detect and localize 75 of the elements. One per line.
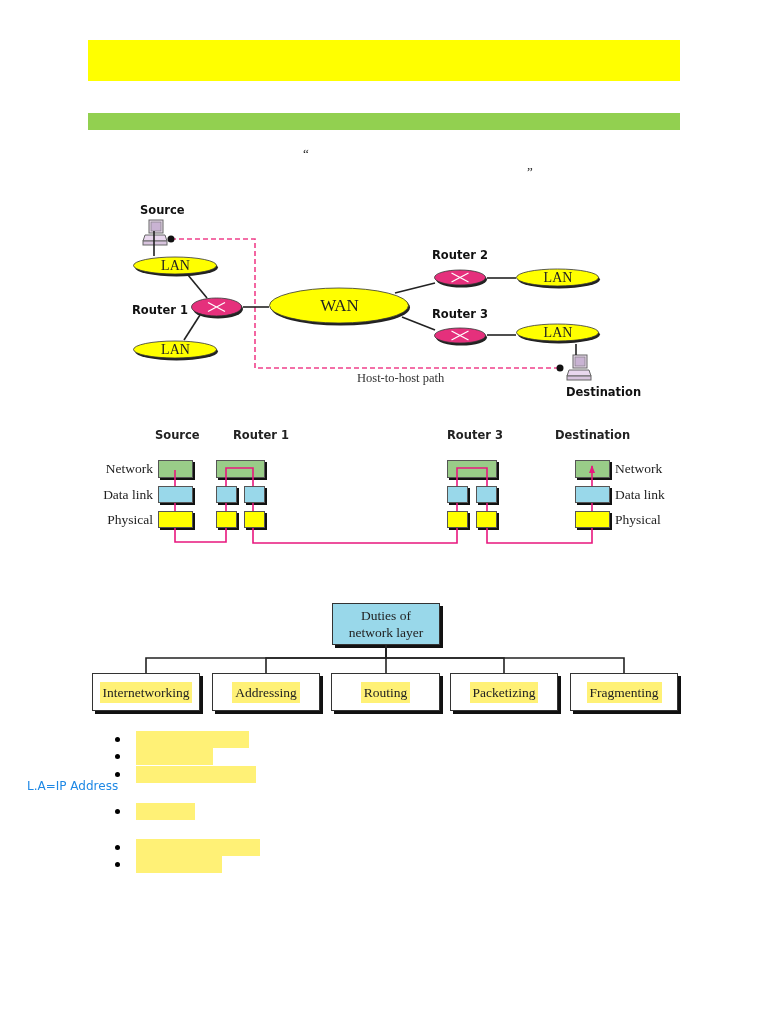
- layer-label: Data link: [615, 486, 665, 503]
- node-label: Router 2: [432, 248, 488, 262]
- highlighted-text: Internetworking: [99, 681, 193, 703]
- note-text: L.A=IP Address: [27, 778, 119, 794]
- connector-line: [456, 467, 488, 487]
- layer-box: [575, 460, 610, 478]
- layer-label: Data link: [103, 486, 153, 503]
- quote-mark: “: [303, 146, 309, 162]
- connector-line: [591, 502, 593, 512]
- layer-box: [447, 511, 468, 528]
- lan-ellipse: LAN: [515, 267, 601, 289]
- layer-box: [158, 460, 193, 478]
- layer-box: [216, 511, 237, 528]
- layer-box: [216, 460, 265, 478]
- node-label: Destination: [566, 385, 642, 399]
- layer-box: [216, 486, 237, 503]
- layer-box: [158, 511, 193, 528]
- highlighted-text: Routing: [360, 681, 411, 703]
- duty-box: [331, 673, 440, 711]
- layer-box: [476, 511, 497, 528]
- node-label: Router 3: [432, 307, 488, 321]
- connector-line: [486, 502, 488, 512]
- lan-ellipse: LAN: [132, 339, 219, 361]
- connector-line: [486, 277, 517, 279]
- connector-line: [153, 230, 155, 257]
- dashed-path: [167, 235, 564, 372]
- highlighted-text: Packetizing: [469, 681, 539, 703]
- layer-box: [158, 486, 193, 503]
- layer-box: [447, 486, 468, 503]
- wan-ellipse: WAN: [268, 286, 411, 326]
- connector-line: [174, 469, 176, 487]
- column-heading: Destination: [555, 427, 631, 443]
- connector-line: [456, 502, 458, 512]
- highlighted-text: Fragmenting: [586, 681, 662, 703]
- column-heading: Router 1: [233, 427, 289, 443]
- lan-ellipse: LAN: [515, 322, 601, 344]
- connector-line: [401, 316, 436, 331]
- duty-box: [212, 673, 320, 711]
- duty-box: [570, 673, 678, 711]
- layer-label: Physical: [615, 511, 661, 528]
- node-label: Router 1: [132, 303, 188, 317]
- connector-line: [242, 306, 270, 308]
- connector-line: [486, 527, 593, 544]
- edge-label: Host-to-host path: [355, 371, 447, 386]
- layer-box: [575, 511, 610, 528]
- connector-line: [252, 502, 254, 512]
- layer-box: [476, 486, 497, 503]
- connector-line: [252, 527, 458, 544]
- connector-line: [183, 314, 201, 341]
- heading-box: Duties of network layer: [332, 603, 440, 645]
- connector-line: [225, 502, 227, 512]
- connector-line: [575, 343, 577, 356]
- layer-box: [244, 511, 265, 528]
- layer-label: Network: [105, 460, 153, 478]
- highlighted-text: Addressing: [232, 681, 300, 703]
- connector-line: [174, 527, 227, 543]
- quote-mark: ”: [527, 164, 533, 180]
- connector-line: [456, 477, 458, 487]
- connector-line: [486, 334, 517, 336]
- connector-line: [589, 465, 595, 487]
- column-heading: Source: [155, 427, 200, 443]
- column-heading: Router 3: [447, 427, 503, 443]
- layer-label: Physical: [107, 511, 153, 528]
- node-label: Source: [140, 203, 185, 217]
- layer-box: [244, 486, 265, 503]
- connector-line: [187, 274, 208, 299]
- lan-ellipse: LAN: [132, 255, 219, 277]
- connector-line: [174, 502, 176, 512]
- duty-box: [450, 673, 558, 711]
- duty-box: [92, 673, 200, 711]
- connector-line: [225, 467, 254, 487]
- connector-line: [394, 282, 436, 294]
- layer-label: Network: [615, 460, 663, 478]
- connector-line: [225, 477, 227, 487]
- layer-box: [575, 486, 610, 503]
